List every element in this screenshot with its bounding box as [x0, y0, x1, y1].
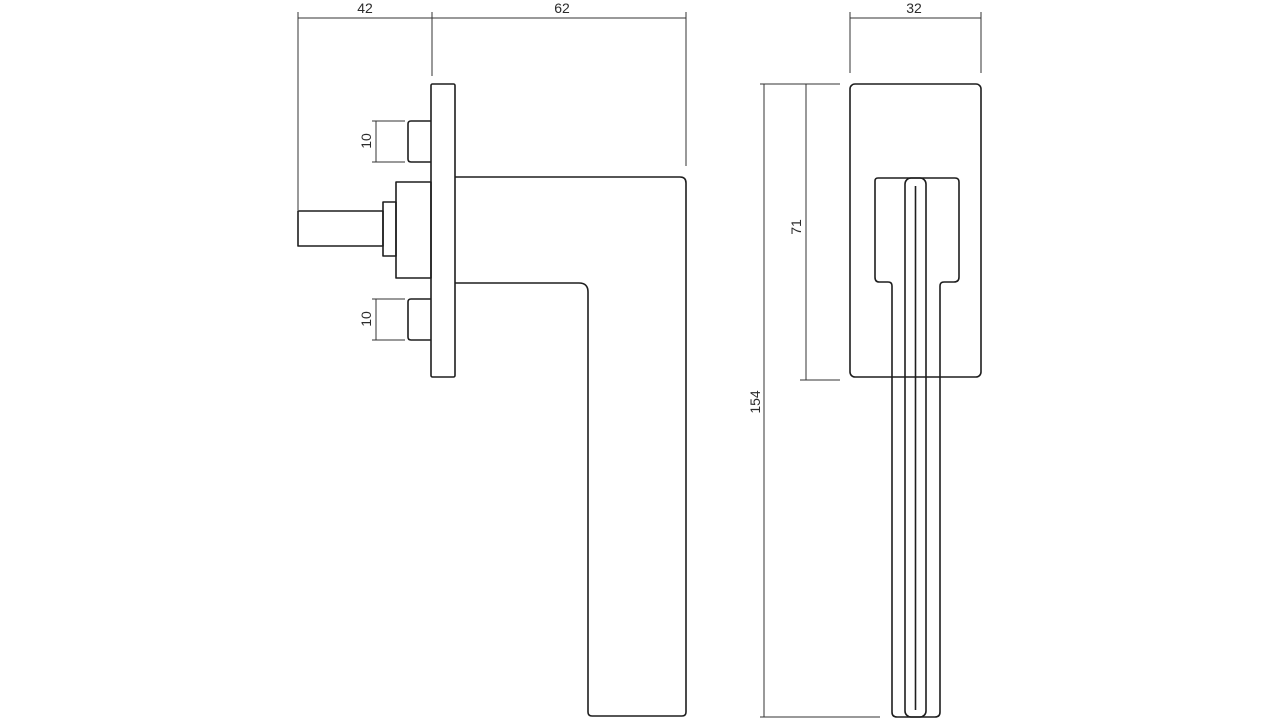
lever-bar-front [904, 177, 927, 718]
spindle [297, 210, 384, 247]
dim-label-lever-projection: 62 [554, 0, 570, 16]
screw-boss-bottom [407, 298, 431, 341]
dimension-rose-height: 71 [788, 83, 840, 381]
dim-label-rose-width: 32 [906, 0, 922, 16]
dim-label-screw-top: 10 [358, 133, 374, 149]
dimension-screw-bottom: 10 [358, 298, 405, 341]
side-view: 42 62 10 10 [297, 0, 687, 717]
dimension-rose-width: 32 [849, 0, 982, 73]
screw-boss-top [407, 120, 431, 163]
dim-label-screw-bottom: 10 [358, 311, 374, 327]
dimension-screw-top: 10 [358, 120, 405, 163]
lever-base-front [874, 177, 960, 718]
dim-label-rose-height: 71 [788, 219, 804, 235]
front-view: 32 71 154 [747, 0, 982, 718]
spindle-hub [395, 181, 432, 279]
dimension-total-length: 154 [747, 83, 880, 718]
dimension-lever-projection: 62 [432, 0, 687, 166]
lever-side-profile [455, 176, 687, 717]
dim-label-spindle-length: 42 [357, 0, 373, 16]
dim-label-total-length: 154 [747, 390, 763, 414]
rose-plate [430, 83, 456, 378]
spindle-collar [382, 201, 397, 257]
dimension-spindle-length: 42 [297, 0, 433, 210]
